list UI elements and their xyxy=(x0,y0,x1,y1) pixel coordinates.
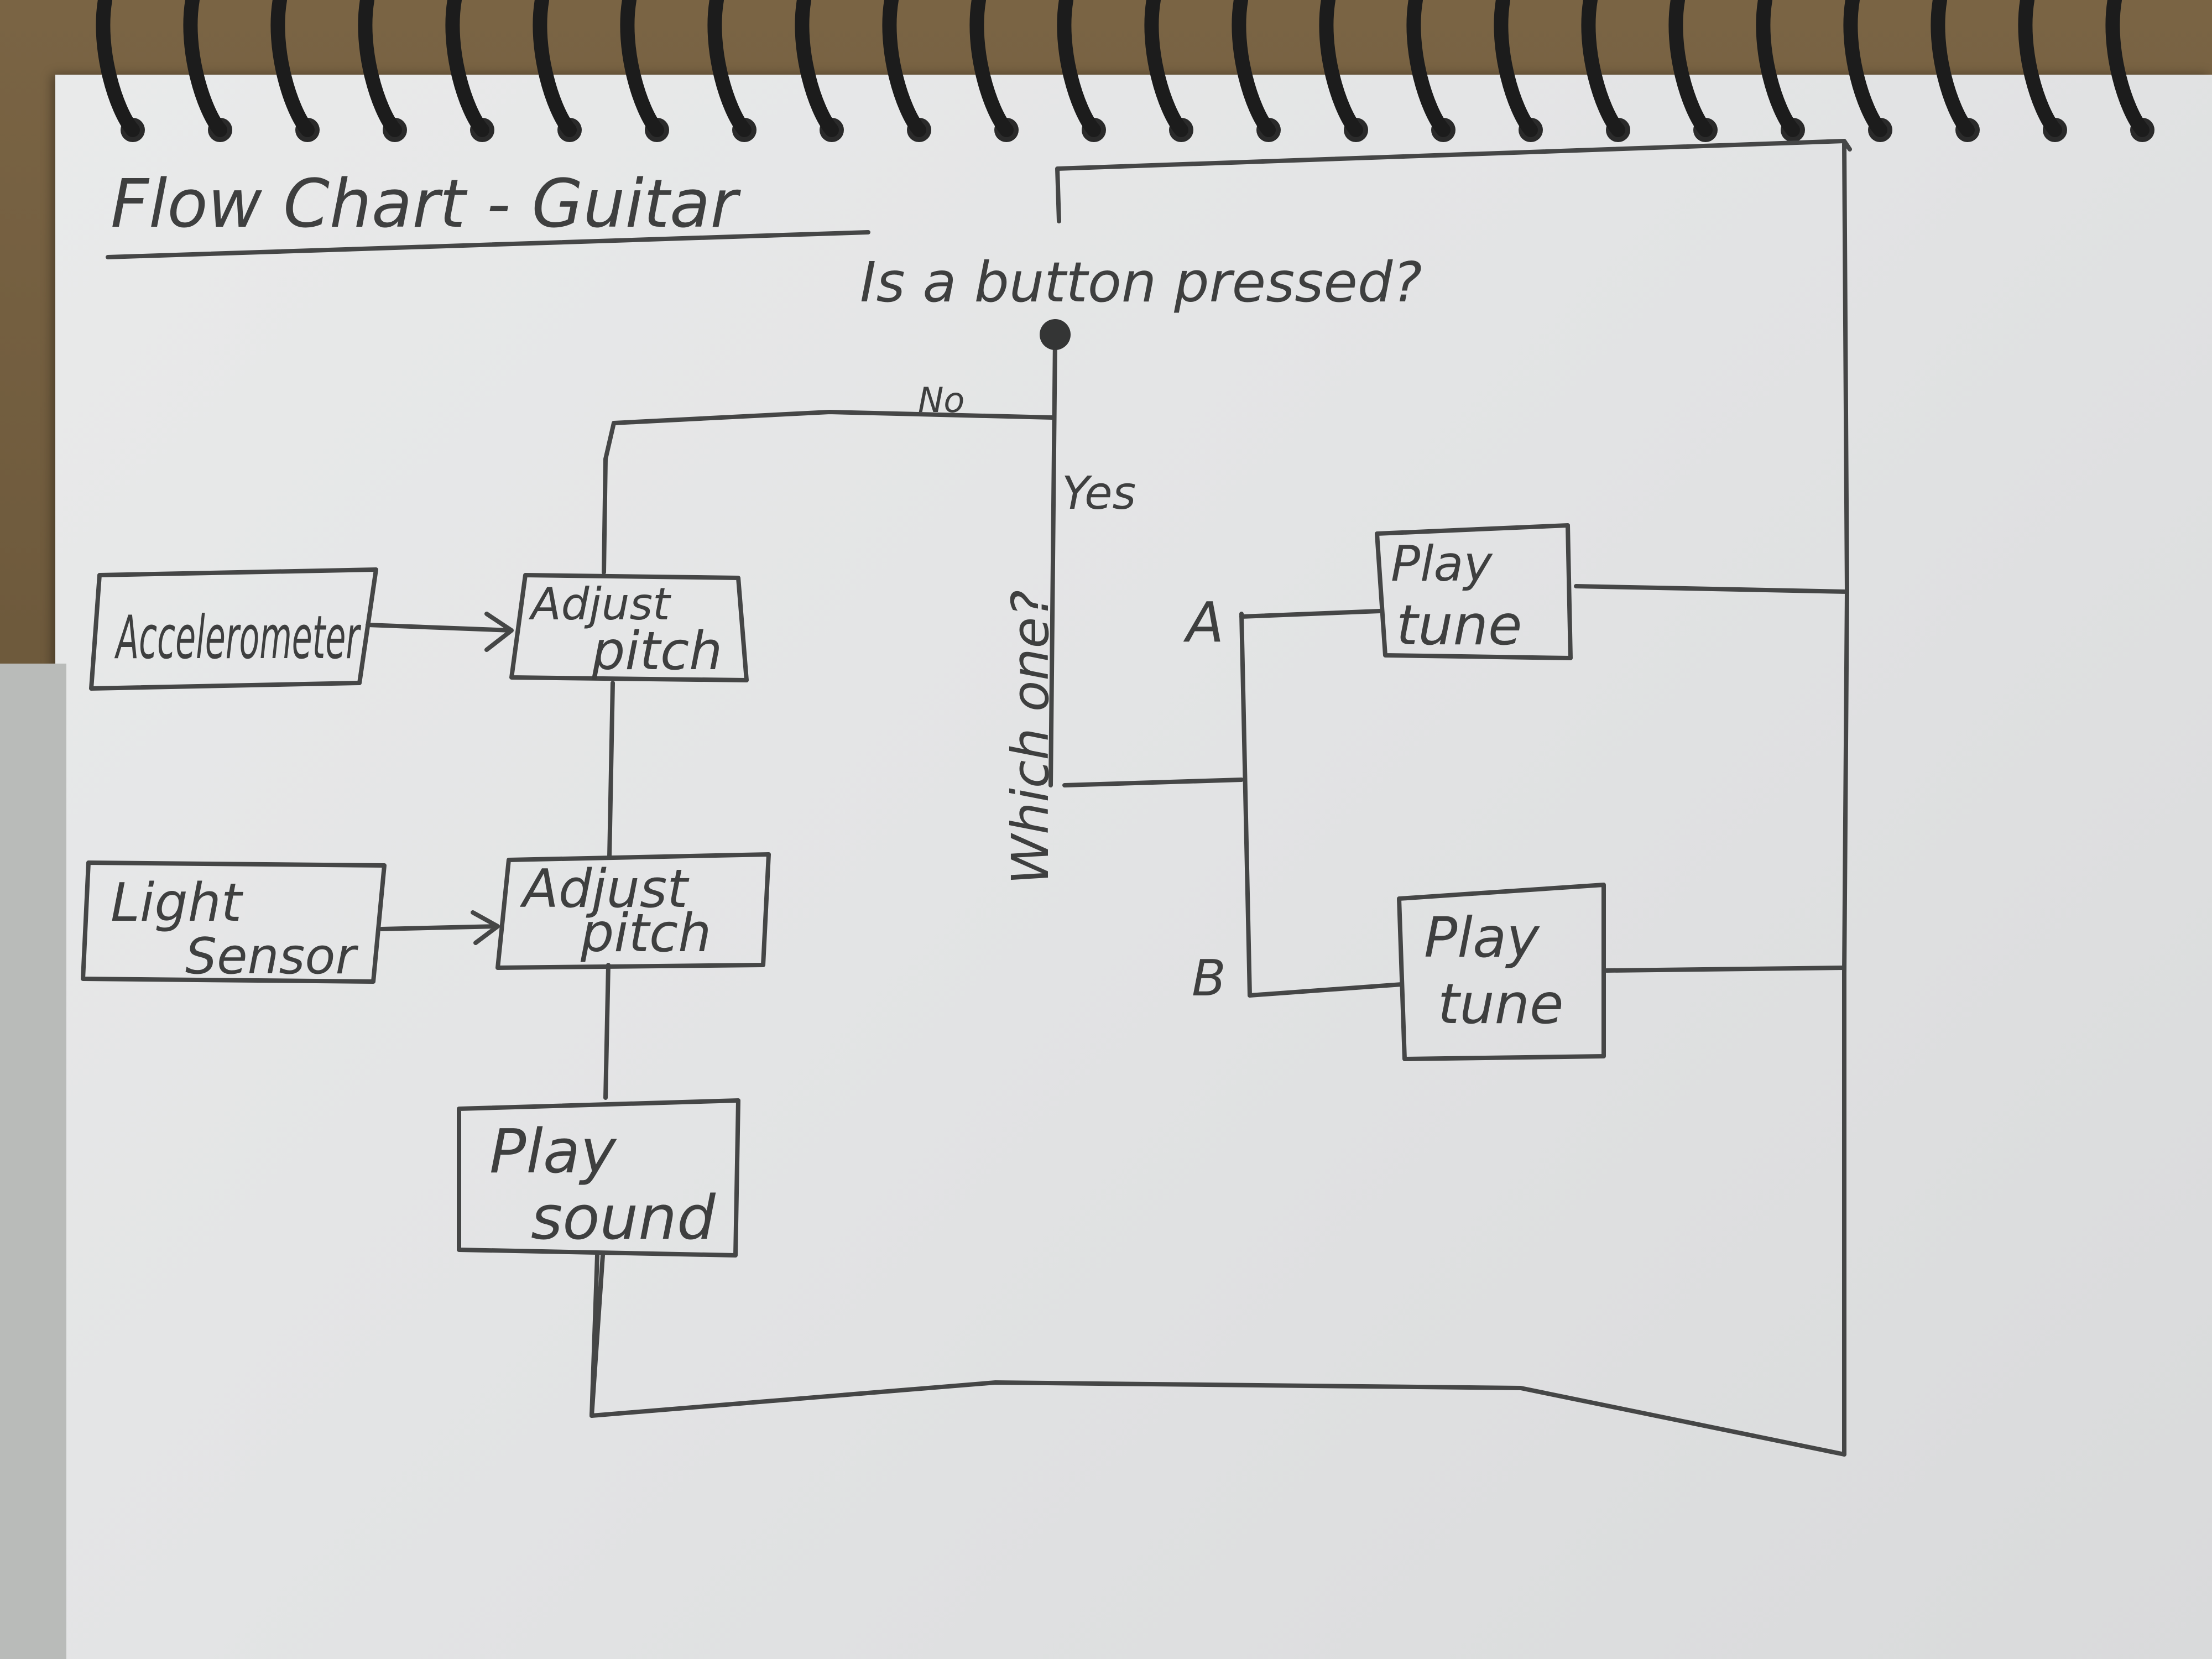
light-sensor-line2: Sensor xyxy=(185,927,358,985)
play-sound-line2: sound xyxy=(531,1182,716,1253)
play-tune-b-line1: Play xyxy=(1424,905,1540,970)
adjust-pitch-box-1 xyxy=(509,573,749,682)
play-sound-line1: Play xyxy=(489,1116,617,1187)
a-branch-line xyxy=(1239,609,1382,619)
loop-top-line xyxy=(1055,139,1852,223)
tune-a-output xyxy=(1574,584,1849,594)
binding-coil xyxy=(1144,0,1188,137)
page-title: Flow Chart - Guitar xyxy=(111,166,741,243)
decision-stem xyxy=(1048,335,1057,787)
binding-coil xyxy=(1319,0,1363,137)
adjust-pitch-1-line1: Adjust xyxy=(528,578,671,630)
binding-coil xyxy=(2105,0,2150,137)
yes-label: Yes xyxy=(1062,467,1136,520)
adjust-pitch-2-line2: pitch xyxy=(580,903,711,964)
binding-coil xyxy=(1581,0,1625,137)
play-tune-box-a xyxy=(1375,523,1573,660)
binding-coil xyxy=(882,0,926,137)
adjust-pitch-box-2 xyxy=(495,852,771,970)
accelerometer-box xyxy=(89,567,378,691)
binding-coil xyxy=(795,0,839,137)
ab-split-line xyxy=(1239,612,1252,998)
binding-coil xyxy=(1931,0,1975,137)
play-tune-box-b xyxy=(1397,883,1606,1061)
connector-pitch2-sound xyxy=(603,963,611,1100)
binding-coil xyxy=(533,0,577,137)
page-stack-edge xyxy=(0,664,66,1659)
binding-coil xyxy=(1668,0,1713,137)
no-branch-line xyxy=(602,410,1054,575)
title-underline xyxy=(106,230,870,259)
no-label: No xyxy=(918,380,964,420)
play-tune-a-line1: Play xyxy=(1391,535,1493,592)
binding-coil xyxy=(1843,0,1887,137)
b-label: B xyxy=(1192,950,1226,1008)
play-sound-box xyxy=(457,1098,740,1258)
binding-coil xyxy=(183,0,227,137)
play-tune-b-line2: tune xyxy=(1438,972,1564,1036)
light-sensor-arrow xyxy=(379,910,500,945)
decision-question: Is a button pressed? xyxy=(860,250,1422,315)
binding-coil xyxy=(620,0,664,137)
binding-coil xyxy=(445,0,489,137)
binding-coil xyxy=(96,0,140,137)
binding-coil xyxy=(270,0,315,137)
which-branch-line xyxy=(1062,778,1244,787)
a-label: A xyxy=(1183,590,1224,655)
binding-coil xyxy=(707,0,752,137)
adjust-pitch-2-line1: Adjust xyxy=(519,859,690,920)
binding-coil xyxy=(1057,0,1101,137)
decision-dot xyxy=(1040,319,1071,350)
binding-coil xyxy=(969,0,1014,137)
which-one-label: Which one? xyxy=(1001,590,1060,885)
accelerometer-label: Accelerometer xyxy=(114,603,361,672)
binding-coil xyxy=(1232,0,1276,137)
notebook-page xyxy=(55,75,2212,1659)
play-tune-a-line2: tune xyxy=(1396,593,1522,658)
binding-coil xyxy=(1756,0,1800,137)
adjust-pitch-1-line2: pitch xyxy=(591,621,722,682)
binding-coil xyxy=(358,0,402,137)
spiral-binding xyxy=(96,0,2154,142)
connector-pitch1-pitch2 xyxy=(607,681,615,859)
loop-right-line xyxy=(1842,142,1849,1457)
binding-coil xyxy=(2018,0,2062,137)
light-sensor-box xyxy=(81,860,387,984)
connector-sound-loop xyxy=(589,1253,605,1418)
binding-coil xyxy=(1406,0,1451,137)
binding-coil xyxy=(1494,0,1538,137)
loop-bottom-line xyxy=(589,1380,1846,1457)
accelerometer-arrow xyxy=(366,612,514,652)
tune-b-output xyxy=(1604,966,1846,973)
light-sensor-line1: Light xyxy=(111,873,244,933)
b-branch-line xyxy=(1248,982,1404,998)
